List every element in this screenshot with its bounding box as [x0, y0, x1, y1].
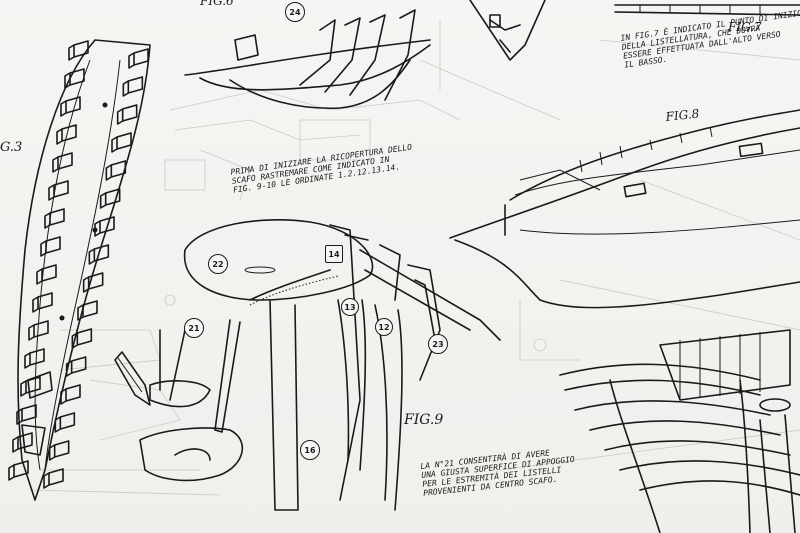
frame-slot	[43, 468, 64, 489]
fig3-keel-frames	[8, 39, 151, 501]
frame-slot	[8, 460, 29, 481]
pin-hole	[102, 102, 108, 108]
part-number-13: 13	[341, 298, 359, 316]
stern-planking	[559, 329, 800, 533]
frame-slot	[40, 236, 61, 257]
frame-slots	[8, 40, 149, 489]
frame-slot	[128, 48, 149, 69]
pin-hole	[92, 227, 98, 233]
frame-slot	[36, 264, 57, 285]
fig9-label: FIG.9	[404, 412, 444, 428]
part-number-21: 21	[184, 318, 204, 338]
frame-slot	[88, 244, 110, 265]
frame-slot	[64, 68, 85, 89]
frame-slot	[56, 124, 77, 145]
fig6-bow-section	[184, 9, 431, 110]
frame-slot	[12, 432, 33, 453]
frame-slot	[105, 160, 127, 181]
fig9-assembly	[114, 219, 501, 511]
part-number-23: 23	[428, 334, 448, 354]
frame-slot	[32, 292, 53, 313]
frame-slot	[99, 188, 121, 209]
frame-slot	[71, 328, 93, 349]
frame-slot	[60, 96, 81, 117]
fig6-label: FIG.6	[200, 0, 234, 8]
keel-fragment	[469, 0, 546, 61]
frame-slot	[52, 152, 73, 173]
frame-slot	[82, 272, 104, 293]
frame-slot	[122, 76, 144, 97]
background-ghost-lines	[29, 20, 800, 496]
frame-slot	[24, 348, 45, 369]
frame-slot	[65, 356, 87, 377]
fig3-label: G.3	[0, 140, 23, 155]
frame-slot	[48, 440, 70, 461]
frame-slot	[111, 132, 132, 153]
part-number-14: 14	[325, 245, 343, 263]
fig7-hull-band	[614, 4, 800, 16]
frame-slot	[68, 40, 89, 61]
frame-slot	[77, 300, 98, 321]
part-number-16: 16	[300, 440, 320, 460]
part-number-24: 24	[285, 2, 305, 22]
fig8-hull-deck	[449, 109, 800, 309]
frame-slot	[44, 208, 65, 229]
frame-slot	[20, 376, 41, 397]
frame-slot	[16, 404, 37, 425]
part-number-22: 22	[208, 254, 228, 274]
frame-slot	[48, 180, 69, 201]
frame-slot	[116, 104, 138, 125]
frame-slot	[60, 384, 81, 405]
part-number-12: 12	[375, 318, 393, 336]
frame-slot	[54, 412, 76, 433]
fig7-label: FIG.7	[728, 20, 762, 34]
pin-hole	[59, 315, 65, 321]
frame-slot	[28, 320, 49, 341]
